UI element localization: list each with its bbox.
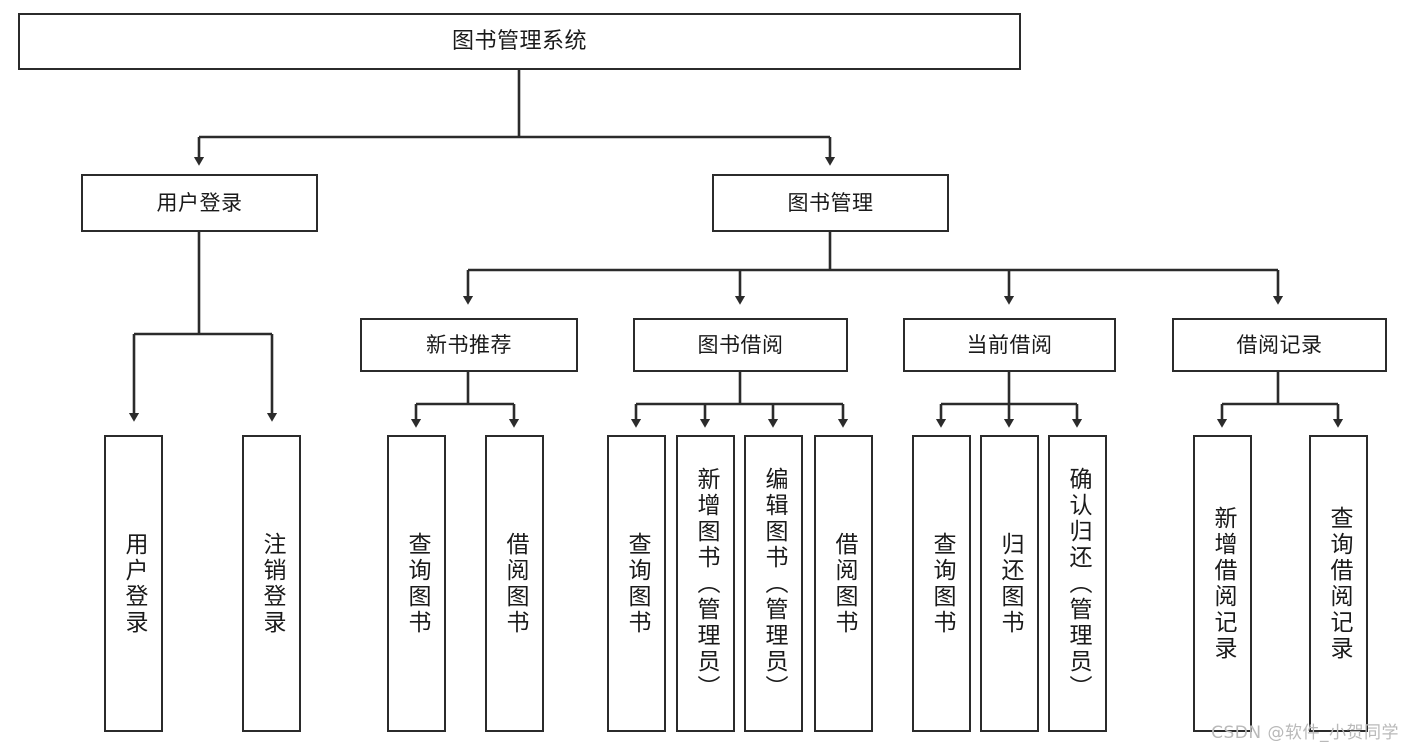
leaf-edit-book[interactable]: 编辑图书（管理员） [744, 435, 803, 732]
leaf-return-book-label: 归还图书 [997, 531, 1023, 636]
node-user-login-label: 用户登录 [156, 190, 243, 215]
csdn-watermark: CSDN @软件_小贺同学 [1211, 723, 1399, 743]
node-book-borrow-label: 图书借阅 [697, 332, 784, 357]
node-book-manage-label: 图书管理 [787, 190, 874, 215]
leaf-query-record-label: 查询借阅记录 [1326, 505, 1352, 662]
leaf-user-login[interactable]: 用户登录 [104, 435, 163, 732]
leaf-user-login-label: 用户登录 [121, 531, 147, 636]
leaf-query-book-3-label: 查询图书 [929, 531, 955, 636]
node-book-borrow[interactable]: 图书借阅 [633, 318, 848, 372]
node-user-login[interactable]: 用户登录 [81, 174, 318, 232]
leaf-add-record[interactable]: 新增借阅记录 [1193, 435, 1252, 732]
leaf-query-book-3[interactable]: 查询图书 [912, 435, 971, 732]
leaf-add-book-label: 新增图书（管理员） [693, 466, 719, 701]
leaf-borrow-book-1[interactable]: 借阅图书 [485, 435, 544, 732]
node-current-borrow[interactable]: 当前借阅 [903, 318, 1116, 372]
leaf-return-book[interactable]: 归还图书 [980, 435, 1039, 732]
leaf-borrow-book-2-label: 借阅图书 [831, 531, 857, 636]
node-new-book-rec-label: 新书推荐 [426, 332, 512, 357]
leaf-query-book-1-label: 查询图书 [404, 531, 430, 636]
leaf-edit-book-label: 编辑图书（管理员） [761, 466, 787, 701]
leaf-query-book-2-label: 查询图书 [624, 531, 650, 636]
leaf-logout[interactable]: 注销登录 [242, 435, 301, 732]
node-root[interactable]: 图书管理系统 [18, 13, 1021, 70]
node-root-label: 图书管理系统 [451, 28, 587, 54]
leaf-add-book[interactable]: 新增图书（管理员） [676, 435, 735, 732]
leaf-logout-label: 注销登录 [259, 531, 285, 636]
node-new-book-rec[interactable]: 新书推荐 [360, 318, 578, 372]
leaf-query-book-1[interactable]: 查询图书 [387, 435, 446, 732]
leaf-confirm-return-label: 确认归还（管理员） [1065, 466, 1091, 701]
leaf-borrow-book-1-label: 借阅图书 [502, 531, 528, 636]
leaf-add-record-label: 新增借阅记录 [1210, 505, 1236, 662]
leaf-confirm-return[interactable]: 确认归还（管理员） [1048, 435, 1107, 732]
leaf-borrow-book-2[interactable]: 借阅图书 [814, 435, 873, 732]
node-current-borrow-label: 当前借阅 [966, 332, 1053, 357]
node-book-manage[interactable]: 图书管理 [712, 174, 949, 232]
node-borrow-record[interactable]: 借阅记录 [1172, 318, 1387, 372]
leaf-query-book-2[interactable]: 查询图书 [607, 435, 666, 732]
leaf-query-record[interactable]: 查询借阅记录 [1309, 435, 1368, 732]
node-borrow-record-label: 借阅记录 [1236, 332, 1323, 357]
